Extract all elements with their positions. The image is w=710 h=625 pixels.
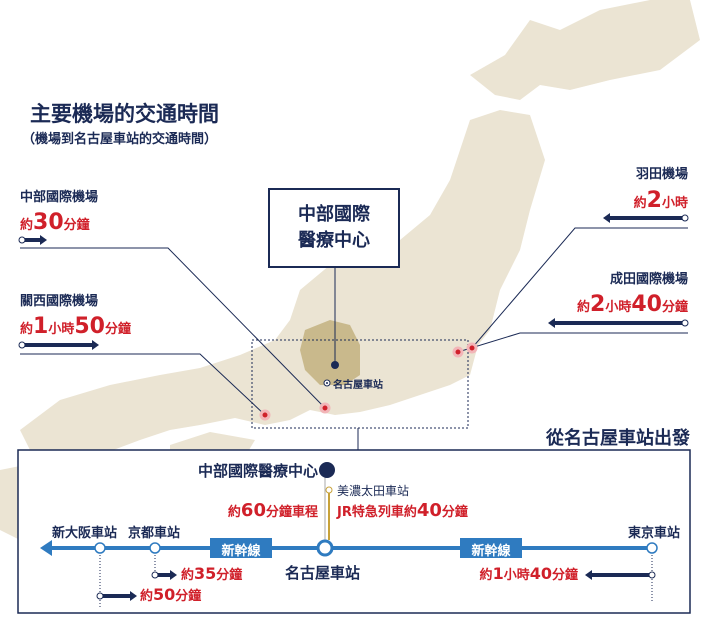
shinkansen-label-east: 新幹線 (471, 544, 511, 559)
diagram-medical-center: 中部國際醫療中心 (197, 462, 318, 480)
kyoto-station: 京都車站 (128, 526, 181, 541)
medical-center-box: 中部國際醫療中心 (268, 188, 400, 268)
car-time: 約60分鐘車程 (227, 500, 318, 521)
shinkansen-label-west: 新幹線 (221, 544, 261, 559)
shin-osaka-station: 新大阪車站 (52, 526, 118, 541)
tokyo-station: 東京車站 (627, 526, 680, 541)
hokkaido (470, 0, 700, 100)
chubu-airport-time: 約30分鐘 (20, 210, 90, 235)
nagoya-station: 名古屋車站 (285, 564, 361, 582)
chubu-airport-label: 中部國際機場 (20, 190, 99, 205)
narita-airport-label: 成田國際機場 (609, 272, 688, 287)
section-title: 從名古屋車站出發 (546, 428, 690, 449)
page-title: 主要機場的交通時間 (30, 102, 219, 126)
haneda-airport-time: 約2小時 (633, 188, 688, 213)
gifu-prefecture (300, 320, 360, 385)
haneda-airport-label: 羽田機場 (635, 167, 688, 182)
honshu (20, 110, 545, 460)
kansai-airport-time: 約1小時50分鐘 (20, 314, 131, 339)
osaka-time: 約50分鐘 (140, 585, 202, 604)
jr-time: JR特急列車約40分鐘 (337, 500, 468, 521)
tokyo-time: 約1小時40分鐘 (479, 564, 578, 583)
route-box (17, 449, 691, 614)
kyoto-time: 約35分鐘 (181, 564, 243, 583)
map-nagoya-station-label: 名古屋車站 (333, 380, 383, 391)
narita-airport-time: 約2小時40分鐘 (577, 292, 688, 317)
kansai-airport-label: 關西國際機場 (20, 294, 99, 309)
region-box (251, 339, 469, 429)
airport-markers (259, 342, 478, 421)
page-subtitle: （機場到名古屋車站的交通時間） (22, 132, 218, 147)
minoota-station: 美濃太田車站 (337, 484, 410, 498)
